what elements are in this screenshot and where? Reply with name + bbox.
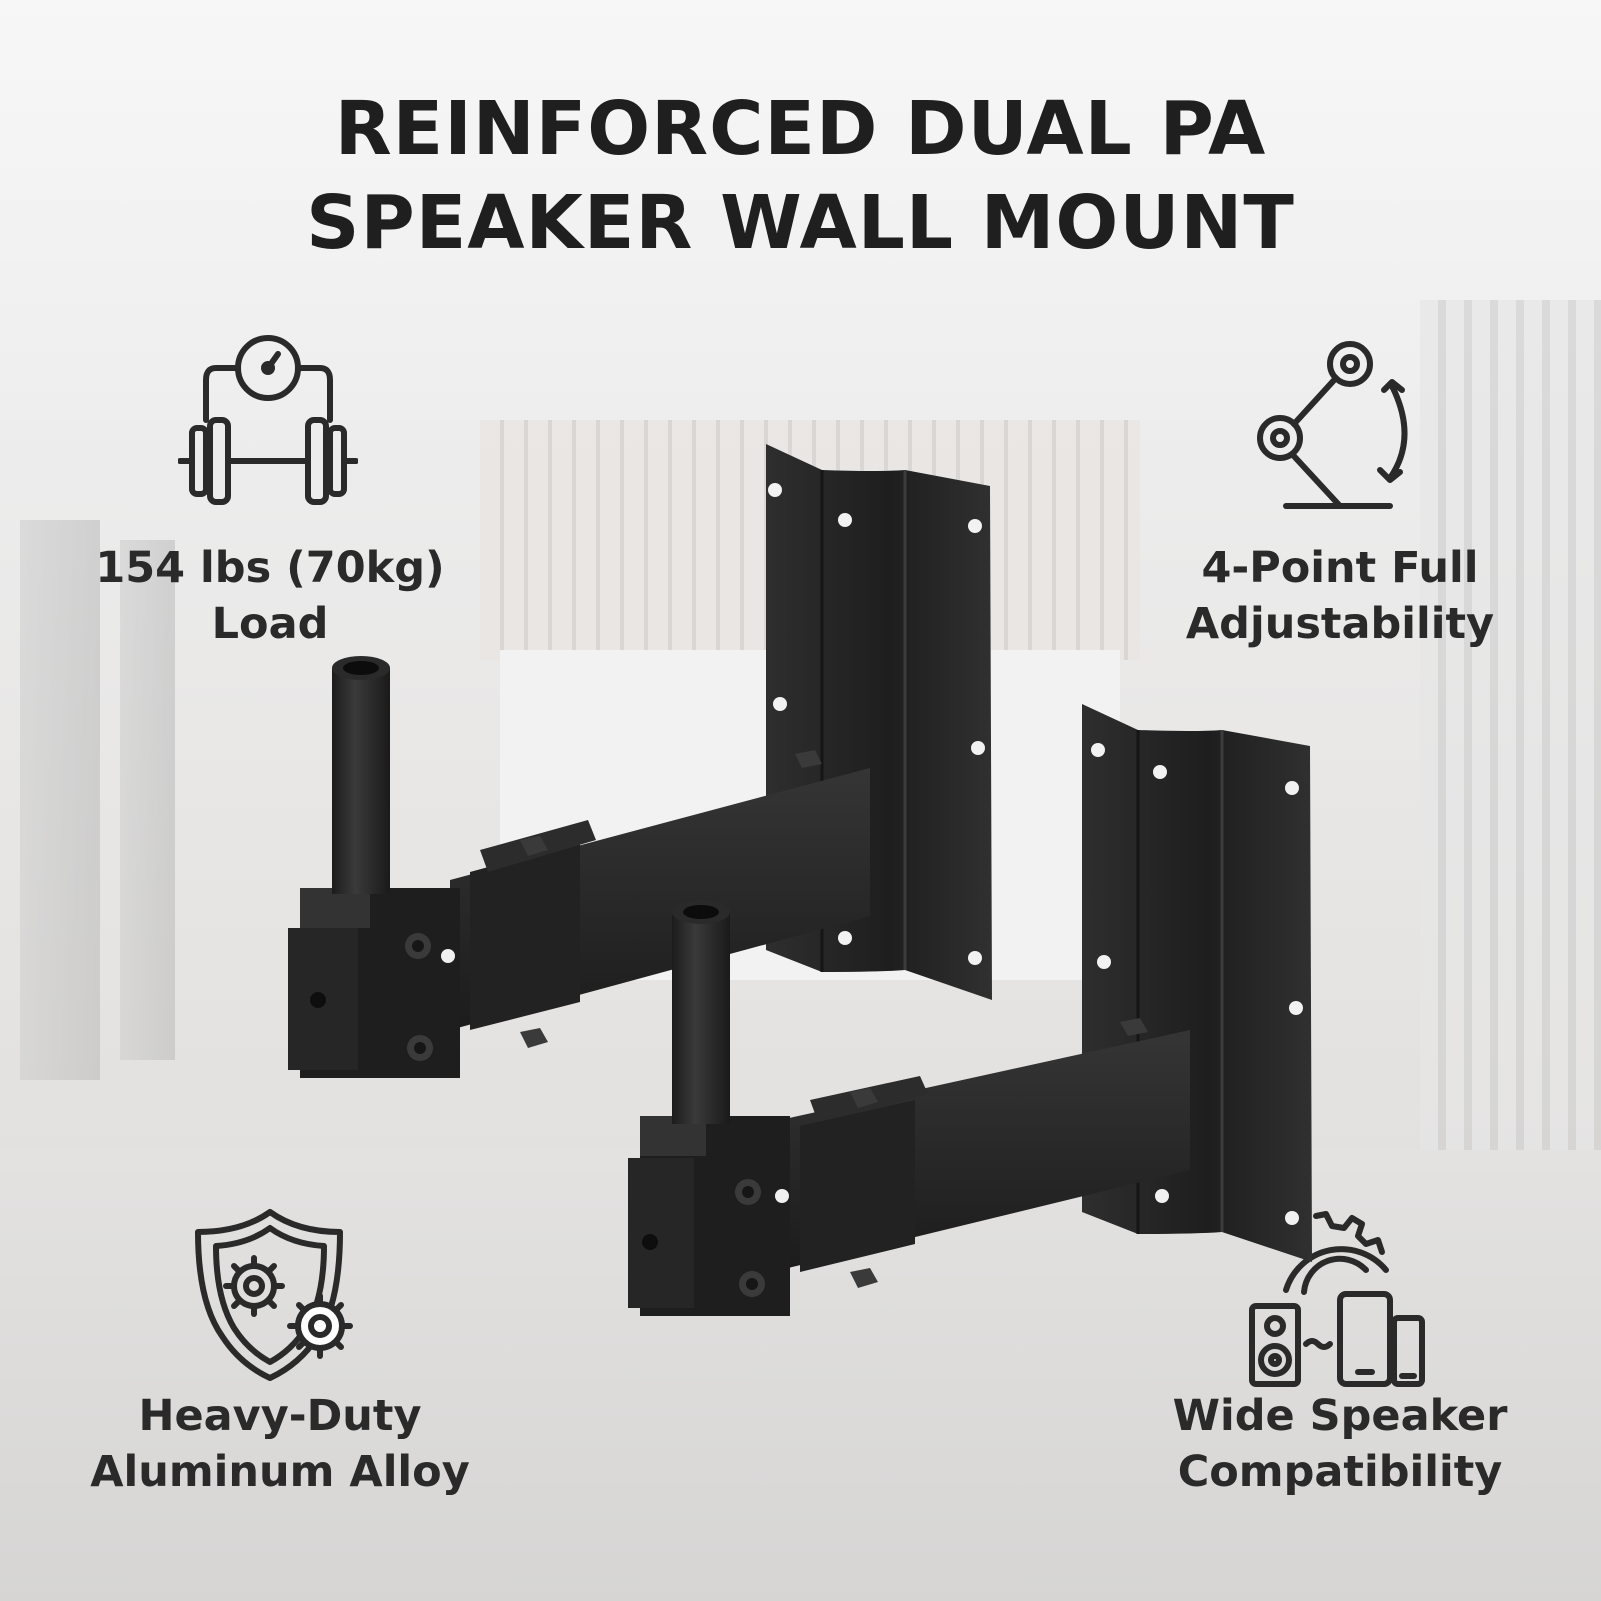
feature-material-label: Heavy-Duty Aluminum Alloy [90, 1391, 470, 1497]
feature-load-label: 154 lbs (70kg) Load [95, 543, 445, 649]
bracket-back [288, 444, 992, 1078]
dumbbell-gauge-icon [178, 335, 358, 505]
page-title: REINFORCED DUAL PA SPEAKER WALL MOUNT [0, 82, 1601, 270]
devices-gear-icon [1249, 1211, 1425, 1387]
title-line-2: SPEAKER WALL MOUNT [306, 180, 1295, 266]
background-wall-panel-left [20, 520, 100, 1080]
feature-compatibility-label: Wide Speaker Compatibility [1172, 1391, 1508, 1497]
background-curtain [1420, 300, 1601, 1200]
feature-adjustability-label: 4-Point Full Adjustability [1185, 543, 1495, 649]
bracket-front [628, 704, 1312, 1316]
articulated-arm-icon [1257, 341, 1408, 509]
title-line-1: REINFORCED DUAL PA [334, 86, 1267, 172]
background-wall-panel-left-2 [120, 540, 175, 1060]
shield-gears-icon [195, 1209, 353, 1381]
